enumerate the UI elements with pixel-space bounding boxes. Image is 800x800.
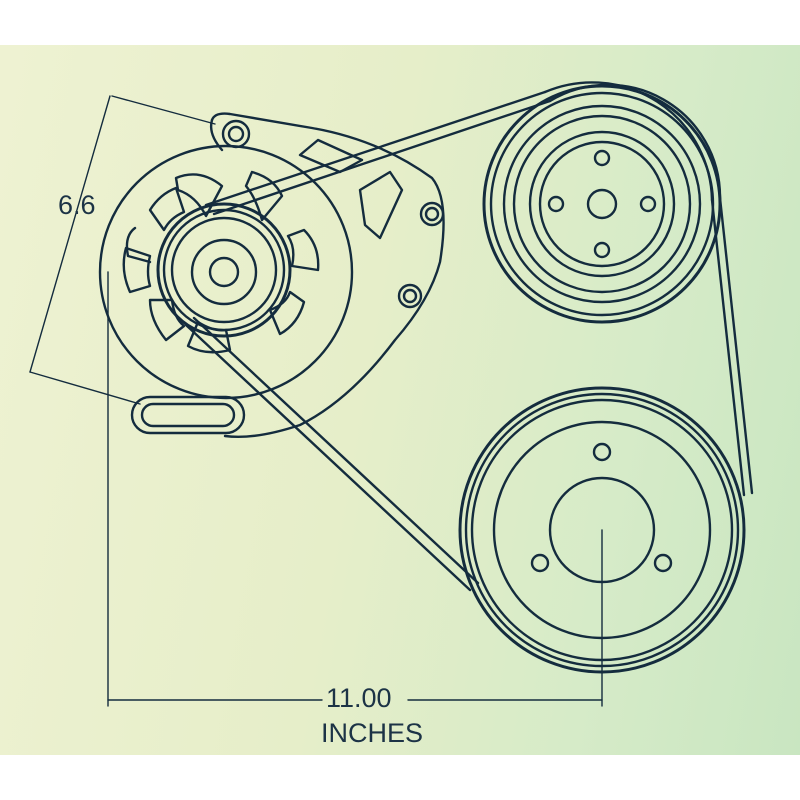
bracket-bolt-right xyxy=(419,201,445,227)
drive-belt xyxy=(184,81,754,592)
drawing-screen xyxy=(0,45,800,755)
alternator-housing xyxy=(98,144,354,400)
height-dimension-label: 6.6 xyxy=(58,190,96,220)
height-dimension-line xyxy=(29,95,216,405)
bracket-bolt-lower xyxy=(397,283,423,309)
alternator-bracket xyxy=(209,112,445,439)
width-dimension-line xyxy=(107,271,603,707)
bracket-bolt-top xyxy=(221,119,251,149)
adjustment-slot xyxy=(130,395,246,435)
lower-pulley xyxy=(458,386,746,707)
width-dimension-label: 11.00 xyxy=(326,683,392,713)
width-unit-label: INCHES xyxy=(321,718,424,748)
upper-pulley xyxy=(482,84,722,324)
alternator-pulley xyxy=(156,202,292,338)
